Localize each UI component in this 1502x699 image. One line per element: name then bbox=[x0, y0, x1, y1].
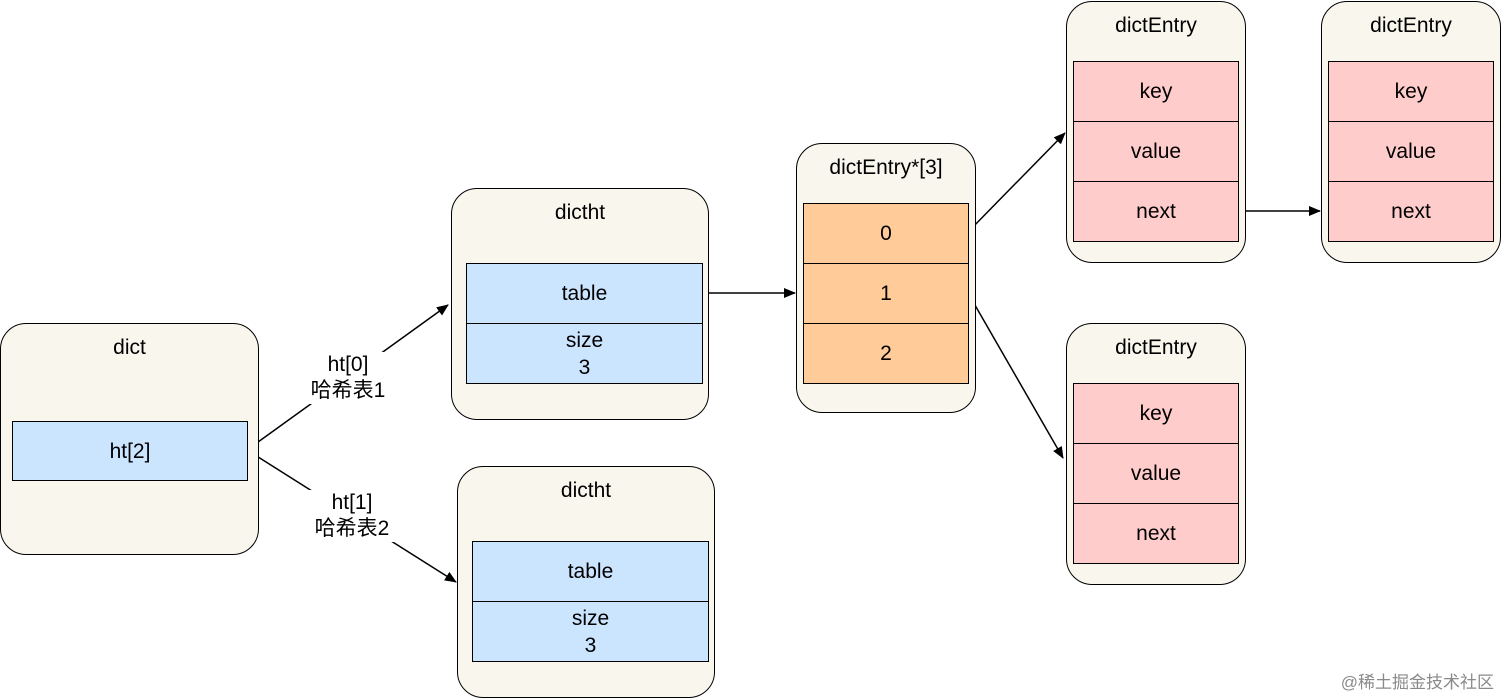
watermark: @稀土掘金技术社区 bbox=[1340, 673, 1494, 692]
dict-entry-node-a: dictEntry key value next bbox=[1066, 1, 1246, 263]
arrow-slot1-to-entry-c bbox=[967, 292, 1064, 459]
arrow-slot0-to-entry-a bbox=[967, 132, 1066, 233]
dictht-0-size-field: size 3 bbox=[466, 323, 703, 384]
dict-entry-node-c: dictEntry key value next bbox=[1066, 323, 1246, 585]
bucket-array-node: dictEntry*[3] 0 1 2 bbox=[796, 143, 976, 413]
dict-entry-c-next: next bbox=[1073, 503, 1239, 564]
dictht-1-size-field: size 3 bbox=[472, 601, 709, 662]
dict-entry-b-value: value bbox=[1328, 121, 1494, 182]
bucket-slot-2: 2 bbox=[803, 323, 969, 384]
dict-entry-a-key: key bbox=[1073, 61, 1239, 122]
dictht-0-title: dictht bbox=[554, 201, 606, 224]
bucket-slot-0: 0 bbox=[803, 203, 969, 264]
dict-node: dict ht[2] bbox=[0, 323, 259, 555]
dict-entry-b-key: key bbox=[1328, 61, 1494, 122]
edge-label-ht0-line1: ht[0] bbox=[327, 353, 369, 376]
dictht-1-size-label: size bbox=[571, 606, 610, 630]
edge-label-ht0-line2: 哈希表1 bbox=[310, 379, 386, 402]
dictht-1-title: dictht bbox=[560, 479, 612, 502]
dictht-1-size-value: 3 bbox=[584, 633, 597, 657]
dict-entry-c-title: dictEntry bbox=[1115, 336, 1197, 359]
edge-label-ht1-line2: 哈希表2 bbox=[314, 517, 390, 540]
dict-entry-b-title: dictEntry bbox=[1370, 14, 1452, 37]
dictht-1-table-field: table bbox=[472, 541, 709, 602]
dict-entry-c-key: key bbox=[1073, 383, 1239, 444]
dict-title: dict bbox=[113, 336, 146, 359]
dictht-node-0: dictht table size 3 bbox=[451, 188, 709, 420]
dict-entry-c-value: value bbox=[1073, 443, 1239, 504]
edge-label-ht1: ht[1] 哈希表2 bbox=[304, 490, 400, 542]
dictht-0-table-field: table bbox=[466, 263, 703, 324]
dict-entry-a-title: dictEntry bbox=[1115, 14, 1197, 37]
edge-label-ht0: ht[0] 哈希表1 bbox=[300, 352, 396, 404]
bucket-slot-1: 1 bbox=[803, 263, 969, 324]
dictht-0-size-label: size bbox=[565, 328, 604, 352]
dict-entry-node-b: dictEntry key value next bbox=[1321, 1, 1501, 263]
dict-entry-a-value: value bbox=[1073, 121, 1239, 182]
dictht-0-size-value: 3 bbox=[578, 355, 591, 379]
edge-label-ht1-line1: ht[1] bbox=[331, 491, 373, 514]
dict-entry-b-next: next bbox=[1328, 181, 1494, 242]
dictht-node-1: dictht table size 3 bbox=[457, 466, 715, 698]
bucket-array-title: dictEntry*[3] bbox=[829, 156, 943, 179]
dict-entry-a-next: next bbox=[1073, 181, 1239, 242]
dict-ht-field: ht[2] bbox=[12, 421, 248, 481]
